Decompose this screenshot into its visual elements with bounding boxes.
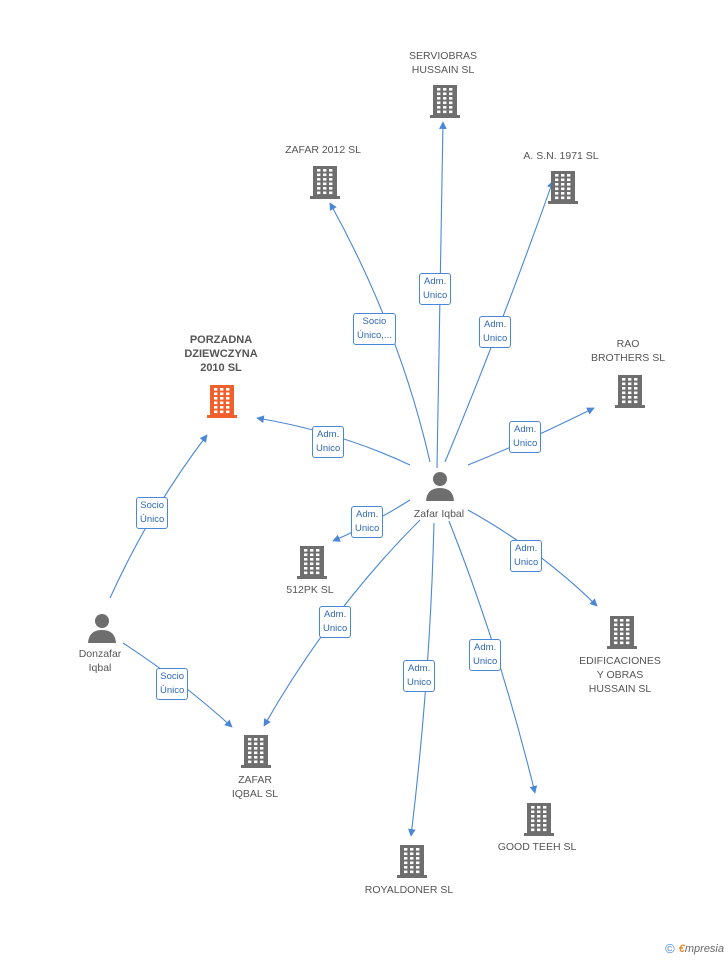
person-icon-zafariqbal[interactable] (424, 470, 456, 507)
node-label-asn-1971: A. S.N. 1971 SL (523, 150, 599, 162)
edge-label-serviobras[interactable]: Adm.Unico (419, 273, 452, 305)
building-icon-edificaciones[interactable] (606, 615, 638, 654)
building-icon-porzadna[interactable] (206, 384, 238, 423)
node-label-royaldoner: ROYALDONER SL (364, 884, 454, 896)
edge-label-rao-brothers[interactable]: Adm.Unico (509, 421, 542, 453)
node-label-512pk: 512PK SL (286, 584, 334, 596)
edge-label-royaldoner[interactable]: Adm.Unico (403, 660, 436, 692)
edge-label-asn-1971[interactable]: Adm.Unico (479, 316, 512, 348)
edge-label-512pk[interactable]: Adm.Unico (351, 506, 384, 538)
edge-label-good-teeh[interactable]: Adm.Unico (469, 639, 502, 671)
building-icon-serviobras[interactable] (429, 84, 461, 123)
edges-layer (109, 121, 598, 837)
edge-label-zafar-iqbal-sl[interactable]: Adm.Unico (319, 606, 352, 638)
building-icon-raobrothers[interactable] (614, 374, 646, 413)
building-icon-asn1971[interactable] (547, 170, 579, 209)
building-icon-p512[interactable] (296, 545, 328, 584)
footer-brand: © €mpresia (665, 941, 724, 956)
building-icon-zafariqbalsl[interactable] (240, 734, 272, 773)
building-icon-goodteeh[interactable] (523, 802, 555, 841)
node-label-zafar-2012: ZAFAR 2012 SL (285, 144, 361, 156)
building-icon-zafar2012[interactable] (309, 165, 341, 204)
node-label-good-teeh: GOOD TEEH SL (497, 841, 577, 853)
person-icon-donzafar[interactable] (86, 612, 118, 649)
building-icon-royaldoner[interactable] (396, 844, 428, 883)
edge-label-edificaciones[interactable]: Adm.Unico (510, 540, 543, 572)
empresia-logo: €mpresia (678, 942, 724, 955)
edge-label-porzadna[interactable]: Adm.Unico (312, 426, 345, 458)
copyright-symbol: © (665, 941, 675, 956)
node-label-zafar-iqbal: Zafar Iqbal (413, 508, 465, 520)
